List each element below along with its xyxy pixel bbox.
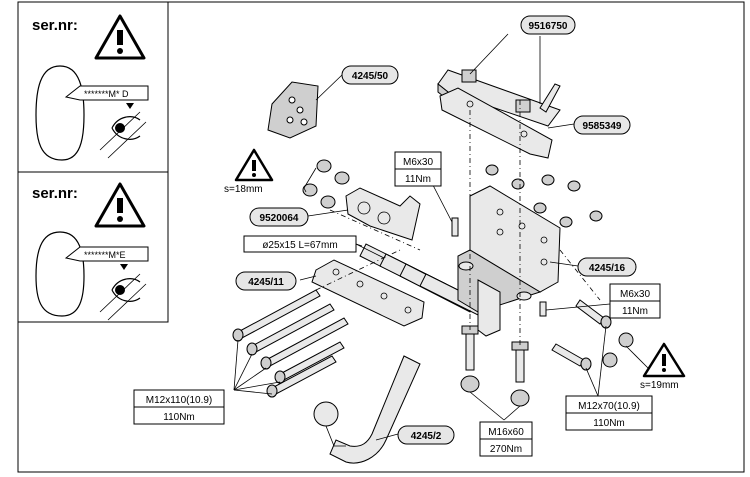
- svg-text:110Nm: 110Nm: [593, 418, 625, 429]
- warning-icon: [234, 148, 274, 182]
- label-screw-m6-right: M6x30 11Nm: [609, 283, 661, 319]
- svg-text:11Nm: 11Nm: [405, 174, 431, 185]
- label-bracket-top: 9516750: [520, 15, 576, 35]
- nut-size-label: s=19mm: [640, 380, 679, 391]
- svg-text:9520064: 9520064: [260, 213, 299, 224]
- label-bolt-m12x70: M12x70(10.9) 110Nm: [565, 395, 653, 431]
- label-towball: 4245/2: [397, 425, 455, 445]
- nut-drawing: [302, 159, 350, 209]
- bolt-m16-drawing: [460, 325, 530, 407]
- socket-bracket-drawing: [345, 187, 421, 241]
- svg-text:M6x30: M6x30: [403, 157, 433, 168]
- serial-text: *******M* D: [84, 89, 129, 99]
- bolt-m12x70-drawing: [551, 299, 634, 371]
- long-bolt-drawing: [232, 289, 349, 398]
- svg-text:4245/50: 4245/50: [352, 71, 389, 82]
- bracket-drawing: [437, 69, 561, 127]
- svg-text:ø25x15 L=67mm: ø25x15 L=67mm: [262, 240, 337, 251]
- warning-icon: [94, 182, 146, 228]
- assembly-axis-lines: [315, 100, 601, 346]
- warning-s18: s=18mm: [224, 148, 274, 195]
- nut-drawing: [485, 164, 603, 228]
- eye-icon: [99, 111, 147, 159]
- leader-lines: [233, 33, 651, 441]
- label-plate-right: 9585349: [573, 115, 631, 135]
- label-bolt-m12x110: M12x110(10.9) 110Nm: [133, 389, 225, 425]
- serial-label-plate: *******M*E: [64, 246, 149, 270]
- svg-text:M12x110(10.9): M12x110(10.9): [146, 395, 213, 406]
- svg-text:4245/2: 4245/2: [411, 431, 442, 442]
- warning-s19: s=19mm: [640, 342, 686, 391]
- serial-text: *******M*E: [84, 250, 126, 260]
- svg-text:M6x30: M6x30: [620, 289, 650, 300]
- warning-icon: [642, 342, 686, 378]
- svg-text:4245/11: 4245/11: [248, 277, 284, 288]
- svg-text:4245/16: 4245/16: [589, 263, 626, 274]
- inset-bottom: ser.nr: *******M*E: [17, 171, 169, 323]
- label-bolt-m16x60: M16x60 270Nm: [479, 421, 533, 457]
- svg-text:11Nm: 11Nm: [622, 306, 648, 317]
- svg-text:9516750: 9516750: [529, 21, 568, 32]
- tag-drawing: [267, 81, 319, 139]
- svg-text:M16x60: M16x60: [488, 427, 524, 438]
- eye-icon: [99, 273, 147, 321]
- warning-icon: [94, 14, 146, 60]
- screw-drawing: [451, 217, 547, 317]
- inset-bottom-title: ser.nr:: [32, 185, 78, 202]
- towbar-drawing: [313, 355, 421, 464]
- label-side-plate: 4245/11: [235, 271, 297, 291]
- label-socket-bracket: 9520064: [249, 207, 309, 227]
- nut-size-label: s=18mm: [224, 184, 263, 195]
- inset-top: ser.nr: *******M* D: [17, 1, 169, 173]
- plate-drawing: [439, 87, 553, 159]
- serial-label-plate: *******M* D: [64, 85, 149, 109]
- svg-text:270Nm: 270Nm: [490, 444, 522, 455]
- inset-top-title: ser.nr:: [32, 17, 78, 34]
- crossmember-drawing: [457, 185, 561, 337]
- label-screw-m6-top: M6x30 11Nm: [394, 151, 442, 187]
- label-tag: 4245/50: [341, 65, 399, 85]
- washer-drawing: [458, 261, 532, 301]
- svg-text:9585349: 9585349: [583, 121, 622, 132]
- label-crossmember: 4245/16: [577, 257, 637, 277]
- side-plate-drawing: [311, 259, 425, 327]
- svg-text:110Nm: 110Nm: [163, 412, 195, 423]
- label-spacer: ø25x15 L=67mm: [243, 235, 357, 253]
- svg-text:M12x70(10.9): M12x70(10.9): [578, 401, 640, 412]
